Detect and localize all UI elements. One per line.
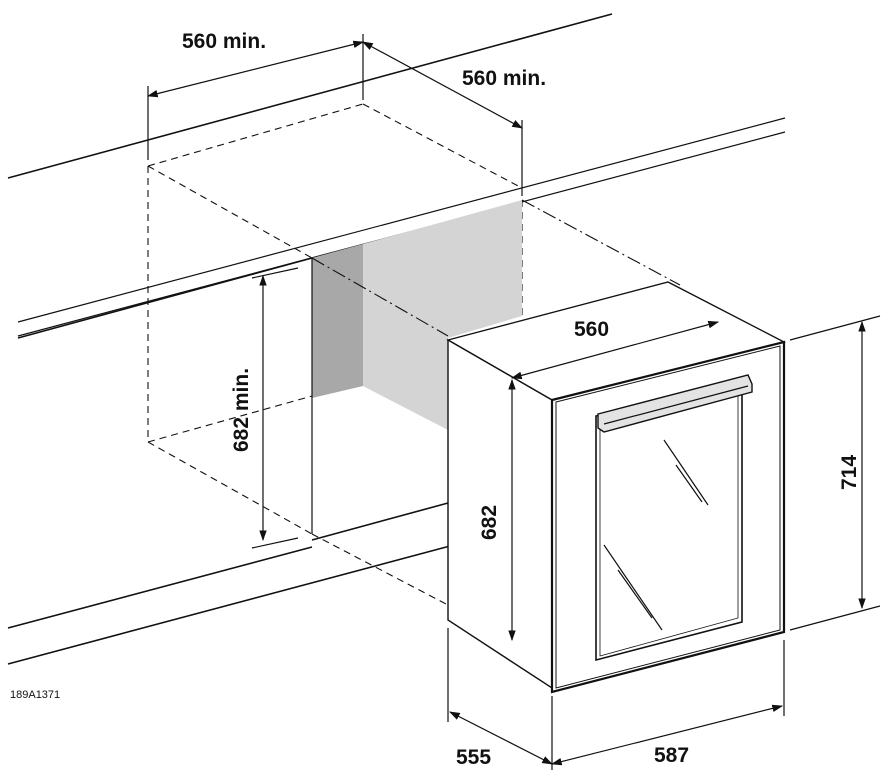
reference-code: 189A1371	[10, 689, 60, 701]
label-door-width: 587	[654, 744, 689, 767]
niche-outline	[147, 103, 681, 606]
niche-inner-walls	[311, 200, 522, 534]
label-appliance-width: 560	[574, 318, 609, 341]
label-niche-height: 682 min.	[230, 368, 253, 452]
glass-reflection-marks	[603, 439, 709, 631]
dimension-lines	[146, 34, 881, 770]
label-overall-depth: 555	[456, 746, 491, 769]
label-appliance-height: 682	[478, 505, 501, 540]
door-handle	[597, 374, 753, 433]
wine-cooler-appliance	[446, 281, 786, 694]
label-niche-width: 560 min.	[182, 30, 266, 53]
dimension-labels: 560 min. 560 min. 682 min. 560 682 714 5…	[182, 30, 861, 769]
label-overall-height: 714	[838, 455, 861, 490]
label-niche-depth: 560 min.	[462, 67, 546, 90]
